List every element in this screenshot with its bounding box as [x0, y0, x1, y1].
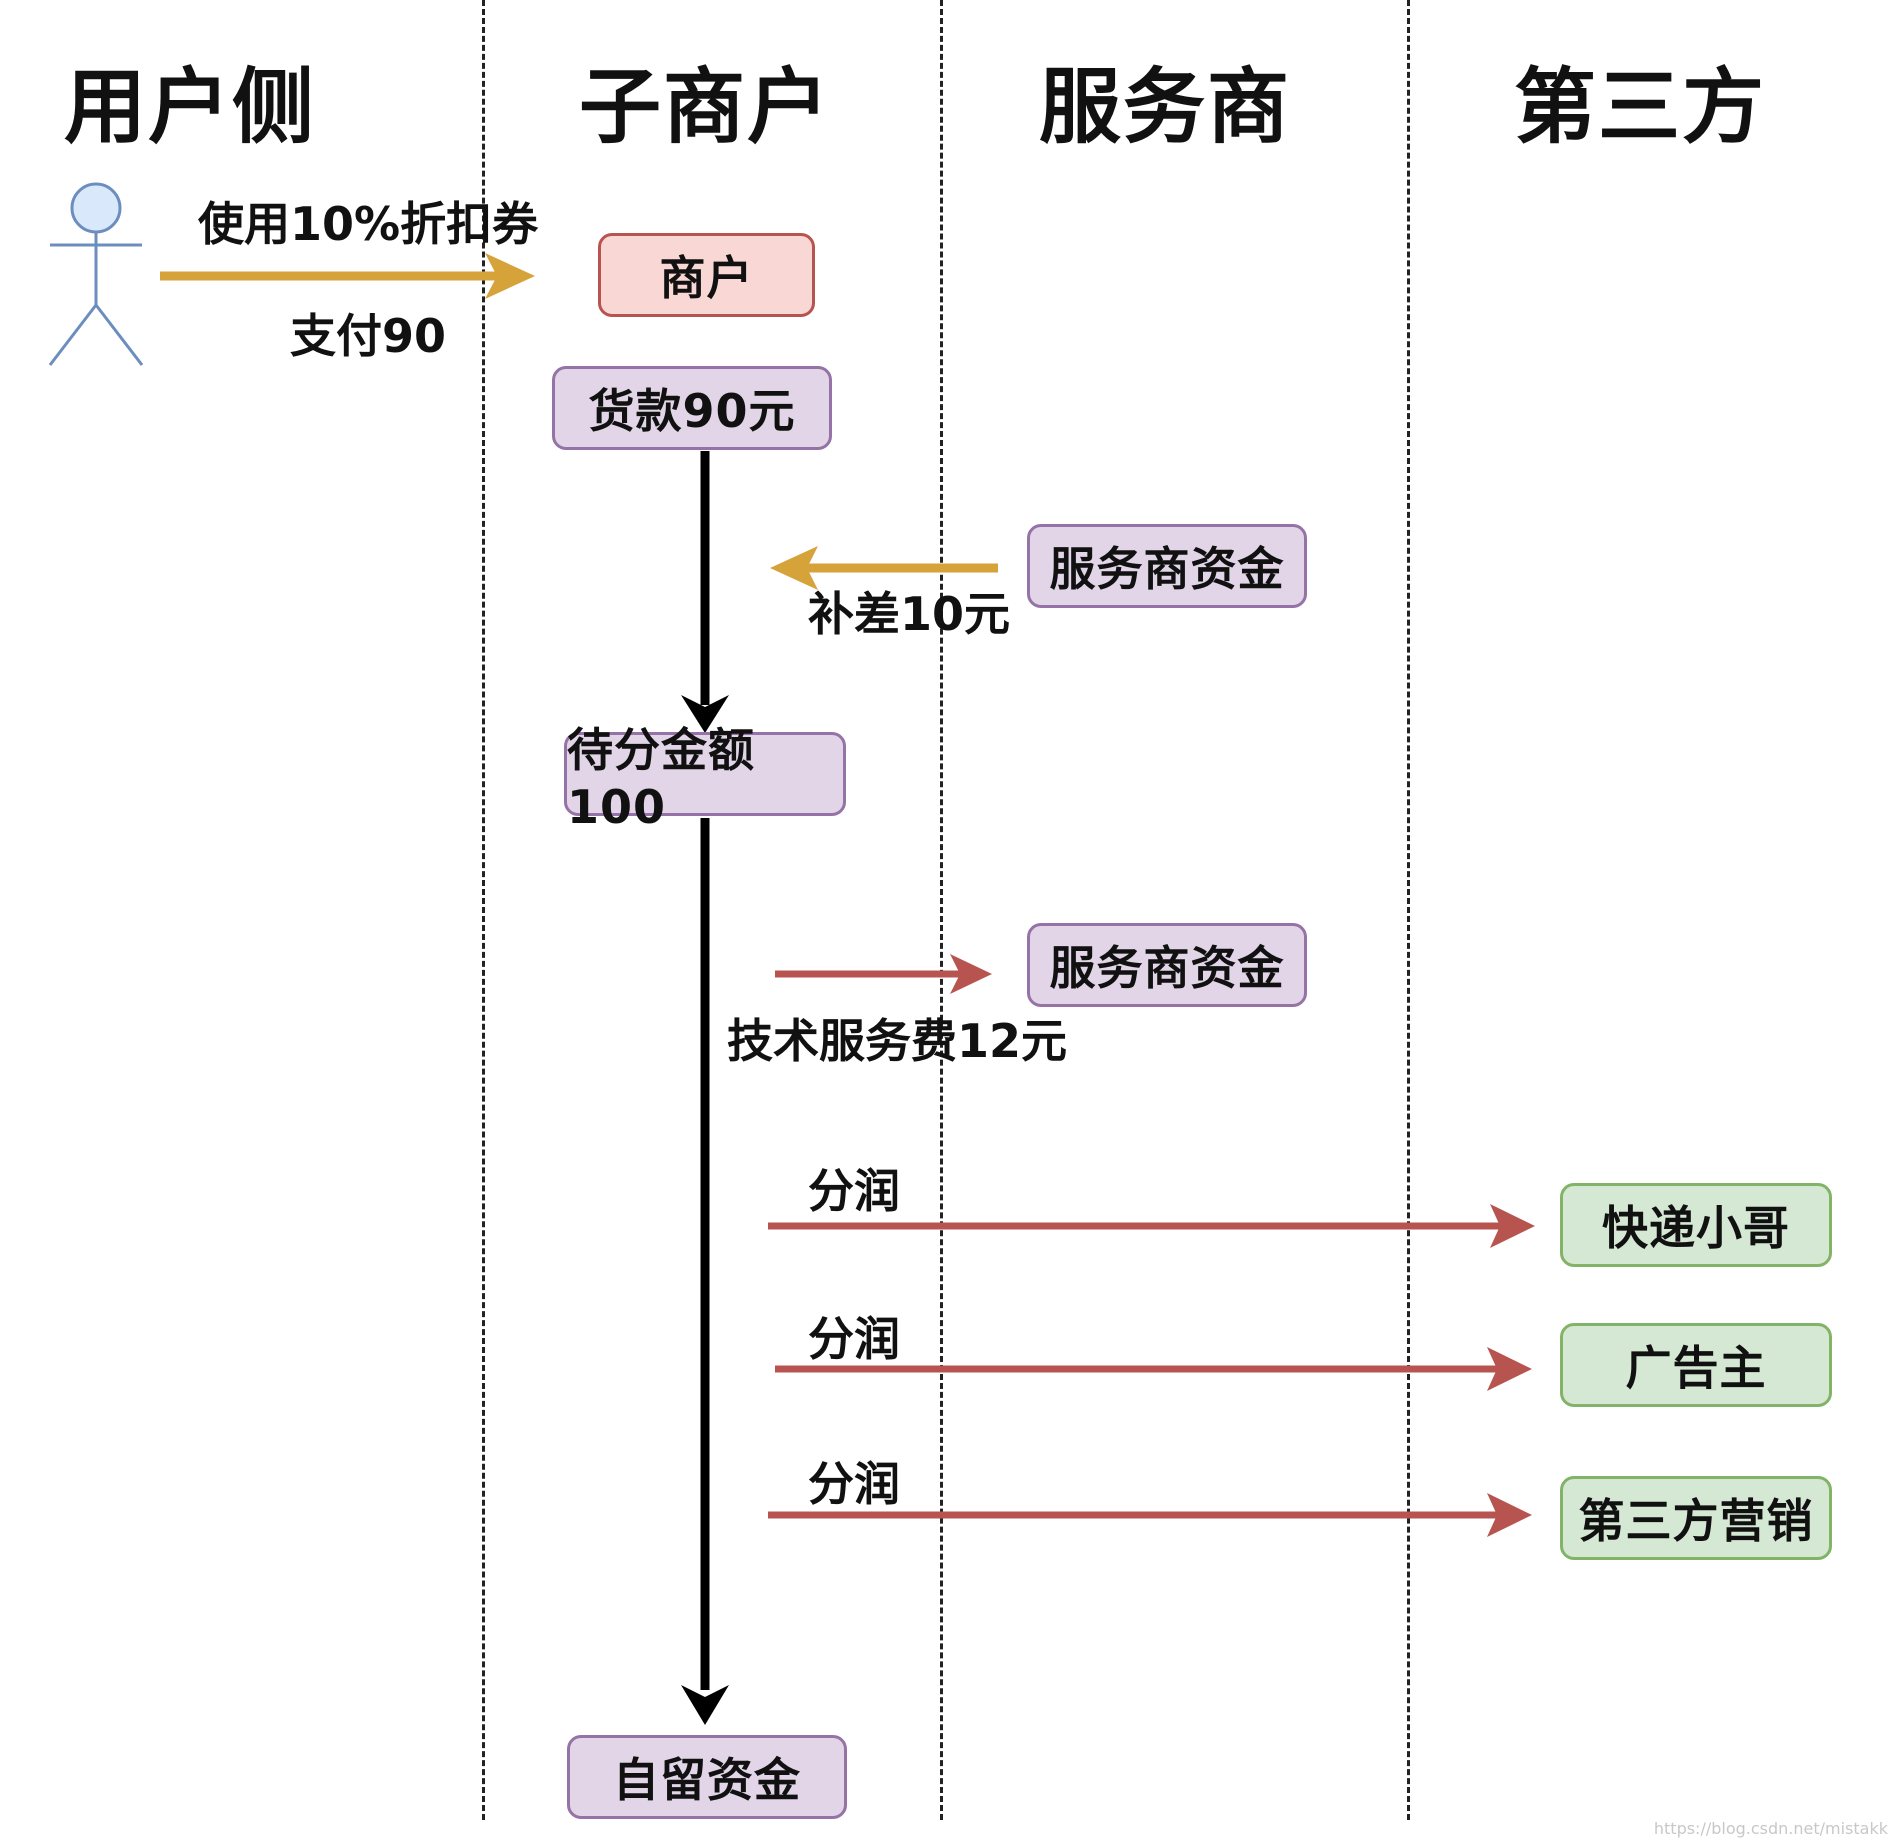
merchant-node: 商户: [598, 233, 815, 317]
coupon-label: 使用10%折扣券: [198, 197, 539, 251]
courier-node: 快递小哥: [1560, 1183, 1832, 1267]
pending-amount-node: 待分金额100: [564, 723, 846, 834]
provider-fund-node-1: 服务商资金: [1027, 524, 1307, 608]
lane-title-provider: 服务商: [1038, 60, 1291, 155]
share-label-2: 分润: [808, 1312, 900, 1366]
share-arrow-marketing: [768, 1493, 1532, 1537]
subsidy-arrow: [770, 546, 998, 590]
subsidy-label: 补差10元: [808, 587, 1011, 641]
advertiser-node: 广告主: [1560, 1323, 1832, 1407]
tech-fee-arrow: [775, 954, 992, 994]
provider-fund-node-2: 服务商资金: [1027, 923, 1307, 1007]
tech-fee-label: 技术服务费12元: [727, 1014, 1068, 1068]
lane-divider-1: [482, 0, 485, 1820]
payment-node: 货款90元: [552, 366, 832, 450]
lane-divider-2: [940, 0, 943, 1820]
lane-divider-3: [1407, 0, 1410, 1820]
watermark: https://blog.csdn.net/mistakk: [1653, 1819, 1888, 1838]
main-flow-arrow-2: [681, 818, 729, 1725]
retained-funds-node: 自留资金: [567, 1735, 847, 1819]
main-flow-arrow-1: [681, 451, 729, 733]
lane-title-submerchant: 子商户: [578, 60, 831, 155]
lane-title-thirdparty: 第三方: [1513, 60, 1766, 155]
share-label-1: 分润: [808, 1164, 900, 1218]
pay-label: 支付90: [290, 309, 447, 363]
user-actor-icon: [48, 182, 144, 366]
third-marketing-node: 第三方营销: [1560, 1476, 1832, 1560]
share-arrow-advertiser: [775, 1347, 1532, 1391]
share-arrow-courier: [768, 1204, 1535, 1248]
share-label-3: 分润: [808, 1457, 900, 1511]
pay-arrow: [160, 253, 535, 299]
lane-title-user: 用户侧: [63, 60, 316, 155]
